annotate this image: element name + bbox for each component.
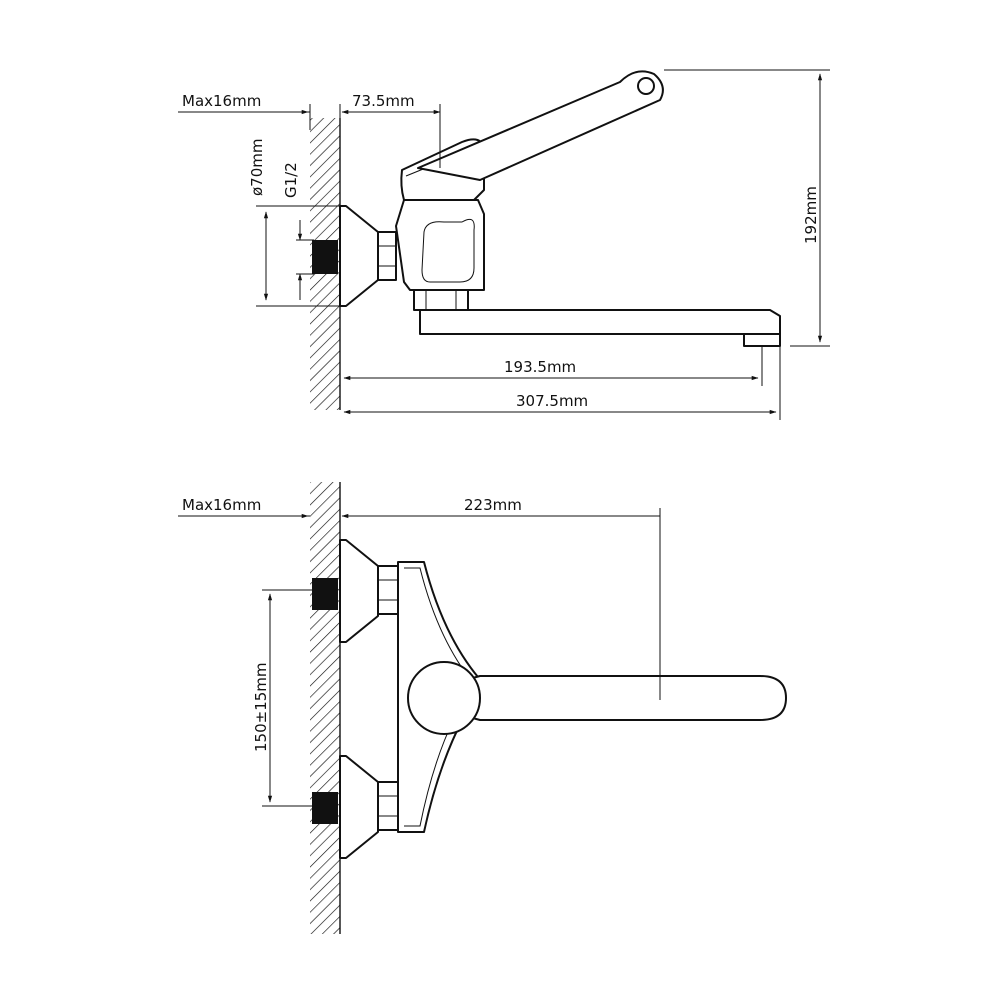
side-connector-nut bbox=[377, 231, 397, 281]
top-handle-hub bbox=[407, 661, 481, 735]
side-max-label: Max16mm bbox=[182, 92, 261, 110]
side-escutcheon bbox=[339, 205, 379, 307]
side-height-label: 192mm bbox=[802, 186, 820, 244]
side-thread-label: G1/2 bbox=[282, 162, 300, 198]
side-inlet-pipe bbox=[312, 240, 338, 274]
top-inlet-upper bbox=[312, 578, 338, 610]
side-aerator bbox=[743, 333, 781, 347]
top-spout bbox=[449, 675, 787, 721]
side-lever-handle bbox=[417, 70, 664, 181]
top-escutcheon-upper bbox=[339, 539, 379, 643]
top-inlet-lower bbox=[312, 792, 338, 824]
top-nut-upper bbox=[377, 565, 399, 615]
top-nut-lower bbox=[377, 781, 399, 831]
top-view: Max16mm 223mm 150±15mm bbox=[178, 482, 787, 934]
side-total-length-label: 307.5mm bbox=[516, 392, 588, 410]
side-spout bbox=[419, 309, 781, 335]
top-escutcheon-lower bbox=[339, 755, 379, 859]
side-spout-connector bbox=[413, 289, 469, 311]
side-lever-eye bbox=[637, 77, 655, 95]
side-diameter-label: ø70mm bbox=[248, 139, 266, 197]
top-wall bbox=[310, 482, 340, 934]
side-mixer-body bbox=[395, 199, 485, 291]
side-offset-label: 73.5mm bbox=[352, 92, 415, 110]
top-max-label: Max16mm bbox=[182, 496, 261, 514]
side-view: Max16mm 73.5mm ø70mm G1/2 192mm 193.5mm … bbox=[178, 69, 830, 420]
side-spout-reach-label: 193.5mm bbox=[504, 358, 576, 376]
side-body-recess bbox=[421, 218, 475, 283]
top-spacing-label: 150±15mm bbox=[252, 662, 270, 752]
top-reach-label: 223mm bbox=[464, 496, 522, 514]
